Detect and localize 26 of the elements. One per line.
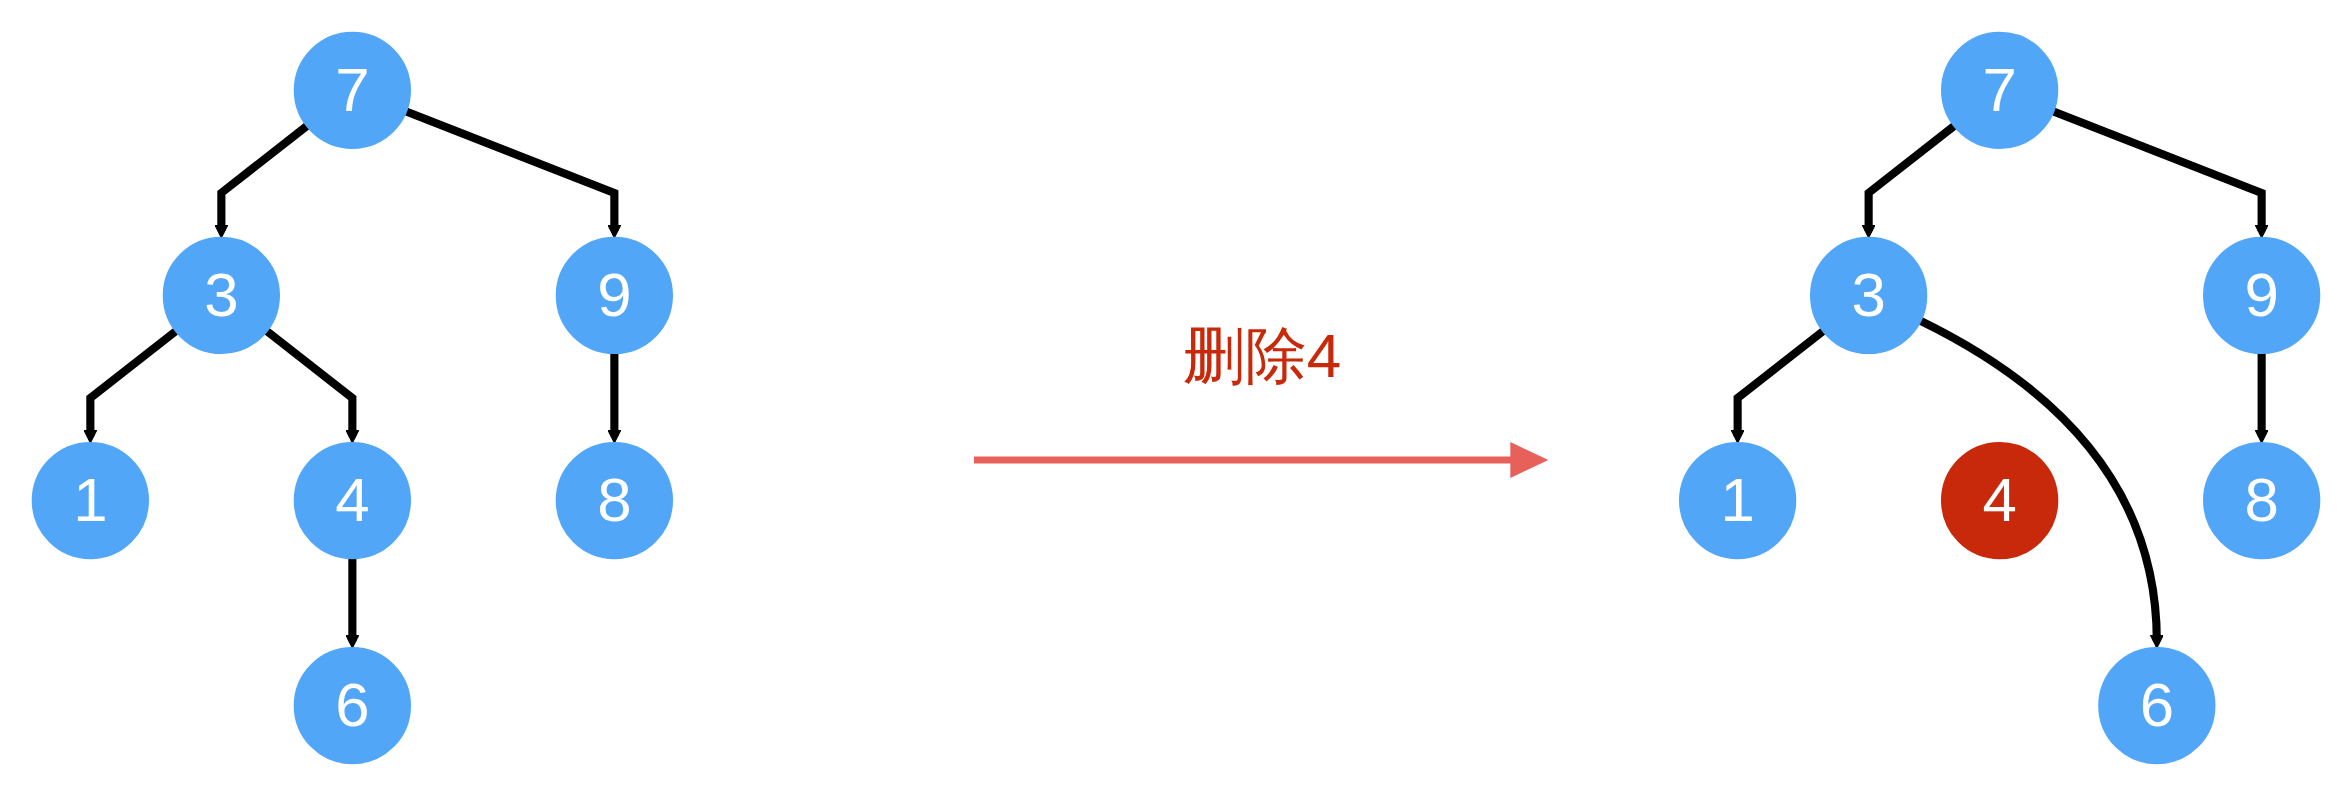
node-circle: 3: [162, 236, 280, 355]
node-circle: 7: [293, 31, 411, 149]
node-circle: 1: [1679, 441, 1797, 560]
node-circle: 9: [555, 236, 673, 355]
arrow: [1730, 327, 1826, 444]
arrow: [404, 107, 622, 239]
node-circle: 4: [1941, 441, 2059, 560]
node-circle: 6: [293, 647, 411, 765]
node-circle: 6: [2098, 647, 2216, 765]
node-circle: 8: [2203, 441, 2321, 560]
arrow: [2052, 107, 2269, 239]
node-circle: 7: [1941, 31, 2059, 149]
arrow: [345, 558, 360, 649]
arrow: [214, 122, 310, 239]
node-circle: 1: [31, 441, 149, 560]
arrow: [607, 353, 622, 444]
arrow: [1918, 317, 2164, 649]
arrow: [2254, 353, 2269, 444]
node-circle: 9: [2203, 236, 2321, 355]
arrow: [1861, 122, 1957, 239]
node-circle: 4: [293, 441, 411, 560]
node-circle: 8: [555, 441, 673, 560]
step-label: 删除4: [1182, 321, 1342, 390]
arrow: [83, 327, 179, 444]
arrow: [264, 327, 360, 444]
node-circle: 3: [1810, 236, 1928, 355]
